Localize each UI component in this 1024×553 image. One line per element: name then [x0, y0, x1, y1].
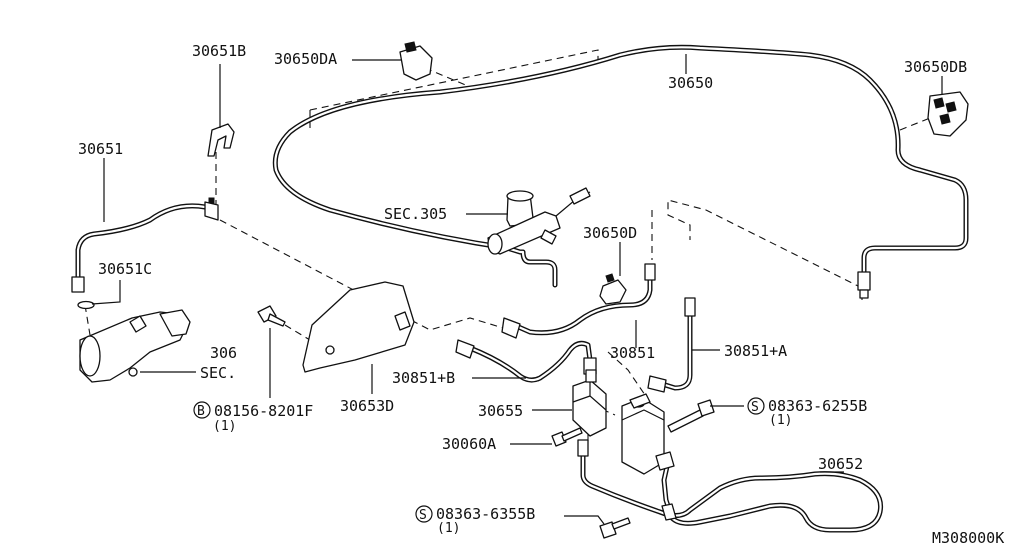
bolt-symbol-b-letter: B: [197, 404, 205, 419]
screw-08363-6355B: [599, 517, 631, 539]
label-30651C: 30651C: [98, 260, 152, 278]
label-30060A: 30060A: [442, 435, 496, 453]
label-30653D: 30653D: [340, 397, 394, 415]
master-cylinder: [487, 187, 591, 255]
pipe-30652: [577, 439, 884, 533]
label-sec-305: SEC.305: [384, 205, 447, 223]
pipe-30851-A: [647, 297, 696, 393]
leader-lines: [91, 54, 943, 525]
label-30650DA: 30650DA: [274, 50, 337, 68]
screw-symbol-s-2-letter: S: [419, 508, 427, 523]
label-08363-6255B: 08363-6255B: [768, 397, 867, 415]
damper-block: [621, 393, 665, 475]
clutch-pipe-30650: [272, 44, 969, 299]
label-30651: 30651: [78, 140, 123, 158]
label-30652: 30652: [818, 455, 863, 473]
dashed-reference-lines: [84, 49, 931, 516]
label-08156-qty: (1): [213, 419, 236, 434]
bolt-30060A: [551, 427, 583, 447]
screw-symbol-s-1-letter: S: [751, 400, 759, 415]
label-30650D: 30650D: [583, 224, 637, 242]
operating-cylinder: [79, 309, 191, 383]
clip-30651B: [207, 123, 235, 157]
label-sec: SEC.: [200, 364, 236, 382]
pipe-30851-B: [455, 339, 597, 383]
clip-30650D: [599, 273, 627, 305]
label-30851-B: 30851+B: [392, 369, 455, 387]
label-30650DB: 30650DB: [904, 58, 967, 76]
bolt-symbol-b: B: [193, 401, 211, 419]
connector-30655: [572, 369, 607, 437]
diagram-code: M308000K: [932, 529, 1004, 547]
clip-30650DB: [927, 91, 969, 137]
label-30851-A: 30851+A: [724, 342, 787, 360]
label-30655: 30655: [478, 402, 523, 420]
screw-08363-6255B: [667, 399, 715, 433]
label-08363-6355B-qty: (1): [437, 521, 460, 536]
bolt-08156-8201F: [257, 305, 286, 327]
label-08363-6355B: 08363-6355B: [436, 505, 535, 523]
label-30651B: 30651B: [192, 42, 246, 60]
label-30851: 30851: [610, 344, 655, 362]
label-08156-8201F: 08156-8201F: [214, 402, 313, 420]
pipe-30851: [501, 263, 656, 339]
clutch-hose-30651: [71, 197, 219, 293]
screw-symbol-s-1: S: [747, 397, 765, 415]
label-306: 306: [210, 344, 237, 362]
bracket-30653D: [302, 281, 415, 373]
washer-30651C: [77, 300, 95, 310]
label-30650: 30650: [668, 74, 713, 92]
label-08363-6255B-qty: (1): [769, 413, 792, 428]
clip-30650DA: [399, 41, 433, 81]
screw-symbol-s-2: S: [415, 505, 433, 523]
part-labels: 30651B 30650DA 30650 30650DB 30651 SEC.3…: [78, 42, 1004, 547]
